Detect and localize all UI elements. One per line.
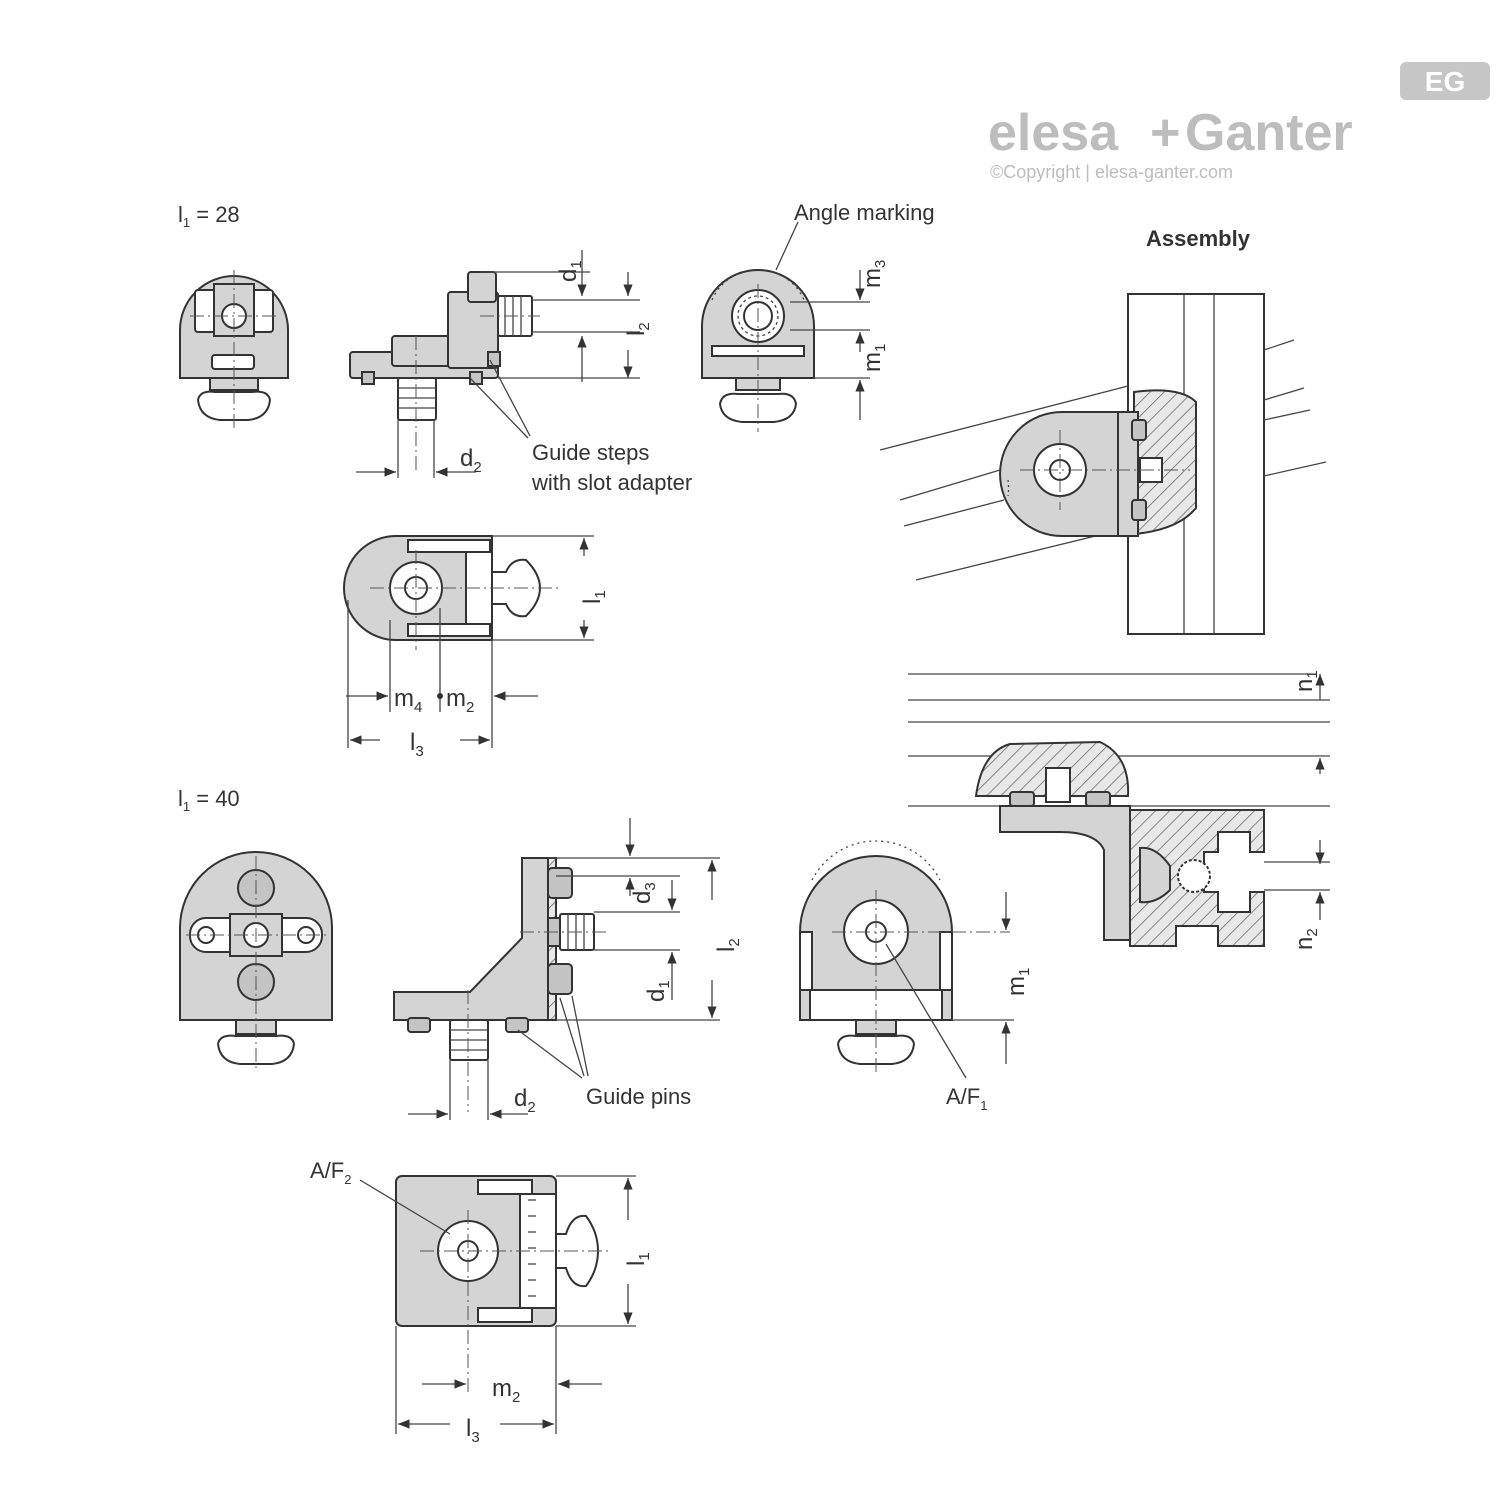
assembly-view-1 [879,293,1327,635]
dim-d2-top: d2 [460,445,482,476]
front-view-l40 [179,851,333,1072]
top-view-l40 [359,1175,636,1434]
dim-d2-bottom: d2 [514,1085,536,1116]
dim-af2: A/F2 [310,1158,351,1187]
logo-brand-plus: + [1150,104,1180,162]
dim-m2-bottom: m2 [492,1375,520,1406]
assembly-title: Assembly [1146,226,1251,251]
angle-view-l40 [799,840,1014,1079]
dim-m1-bottom: m1 [1003,968,1033,996]
dim-m4: m4 [394,685,422,716]
dim-n2: n2 [1291,928,1321,950]
dim-d1-bottom: d1 [643,980,673,1002]
logo-brand-right: Ganter [1185,104,1353,162]
dim-l2-bottom: l2 [713,938,743,952]
dim-l2-top: l2 [623,322,653,336]
section-label-l1-40: l1 = 40 [178,786,240,814]
dim-l3-top: l3 [410,729,424,760]
dim-l3-bottom: l3 [466,1415,480,1446]
callout-guide-steps-1: Guide steps [532,440,649,465]
elesa-ganter-logo: EG elesa + Ganter ©Copyright | elesa-gan… [988,62,1490,182]
front-view-l28 [179,270,289,432]
logo-copyright: ©Copyright | elesa-ganter.com [990,162,1233,182]
logo-badge [1400,62,1490,100]
top-view-l28 [343,535,594,748]
assembly-view-2 [908,673,1330,947]
side-view-l28 [349,250,640,478]
callout-guide-steps-2: with slot adapter [531,470,692,495]
dim-l1-bottom: l1 [623,1252,653,1266]
section-label-l1-28: l1 = 28 [178,202,240,230]
logo-badge-text: EG [1425,66,1465,97]
callout-angle-marking: Angle marking [794,200,935,225]
angle-view-l28 [701,221,870,432]
dim-m2-top: m2 [446,685,474,716]
dim-m3: m3 [859,260,889,288]
dim-l1-top: l1 [579,590,609,604]
callout-guide-pins: Guide pins [586,1084,691,1109]
dim-n1: n1 [1291,670,1321,692]
dim-m1-top: m1 [859,344,889,372]
svg-text:l1 = 40: l1 = 40 [178,786,240,814]
svg-text:l1 = 28: l1 = 28 [178,202,240,230]
dim-d1-top: d1 [555,260,585,282]
dim-d3: d3 [629,882,659,904]
logo-brand-left: elesa [988,104,1119,162]
dim-af1: A/F1 [946,1084,987,1113]
side-view-l40 [393,818,720,1120]
